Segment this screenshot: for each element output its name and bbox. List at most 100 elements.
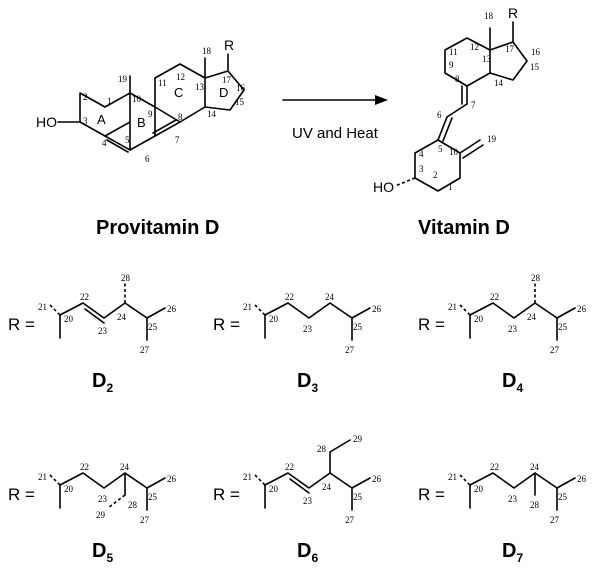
dashed-bond xyxy=(254,474,266,486)
chain-bonds xyxy=(264,302,371,319)
chain-bonds xyxy=(59,472,166,489)
bond-24-28-29 xyxy=(329,439,351,474)
atom-number: 22 xyxy=(80,462,89,472)
side-chain-d7: R = 21 20 22 23 24 25 26 27 28 D7 xyxy=(418,462,587,565)
double-bond-6-5 xyxy=(442,117,453,142)
r-group: R xyxy=(508,5,518,21)
hydroxyl-group: HO xyxy=(36,114,57,130)
atom-number: 1 xyxy=(448,182,453,192)
atom-number: 23 xyxy=(303,324,313,334)
atom-number: 18 xyxy=(202,46,212,56)
atom-number: 10 xyxy=(449,147,459,157)
atom-number: 8 xyxy=(178,112,183,122)
ring-d-bonds xyxy=(204,70,245,111)
atom-number: 23 xyxy=(508,494,518,504)
atom-number: 22 xyxy=(490,462,499,472)
r-equals: R = xyxy=(8,485,35,504)
atom-number: 22 xyxy=(285,462,294,472)
atom-number: 9 xyxy=(148,109,153,119)
double-bond-22-23 xyxy=(84,308,105,324)
provitamin-d-structure: R HO A B C D 1 2 3 4 5 6 7 8 9 10 11 12 … xyxy=(36,37,246,164)
bond-25-26 xyxy=(146,307,166,319)
dashed-bond xyxy=(49,474,61,486)
vitamin-d-title: Vitamin D xyxy=(418,217,510,239)
chain-bonds xyxy=(264,472,371,489)
atom-number: 20 xyxy=(64,314,74,324)
atom-number: 23 xyxy=(303,496,313,506)
ring-d-bonds xyxy=(489,41,528,81)
atom-number: 26 xyxy=(167,304,177,314)
atom-number: 23 xyxy=(98,326,108,336)
atom-number: 24 xyxy=(527,312,537,322)
side-chain-d6: R = 21 20 22 23 24 25 26 27 28 29 D6 xyxy=(213,434,382,565)
r-equals: R = xyxy=(213,485,240,504)
atom-number: 20 xyxy=(474,484,484,494)
atom-number: 24 xyxy=(117,312,127,322)
atom-number: 21 xyxy=(448,302,457,312)
atom-number: 21 xyxy=(243,472,252,482)
atom-number: 3 xyxy=(83,116,88,126)
ring-label-d: D xyxy=(219,85,228,100)
double-bond-5-6 xyxy=(106,139,129,153)
dashed-bond xyxy=(459,474,471,486)
atom-number: 15 xyxy=(235,97,245,107)
atom-number: 24 xyxy=(322,482,332,492)
atom-number: 24 xyxy=(325,292,335,302)
atom-number: 13 xyxy=(195,82,205,92)
atom-number: 14 xyxy=(494,78,504,88)
chain-bonds xyxy=(469,302,576,319)
atom-number: 20 xyxy=(269,314,279,324)
atom-number: 7 xyxy=(471,100,476,110)
atom-number: 29 xyxy=(353,434,363,444)
atom-number: 21 xyxy=(38,472,47,482)
bond-6-5 xyxy=(437,116,448,141)
atom-number: 16 xyxy=(236,83,246,93)
double-bond-22-23 xyxy=(289,478,310,494)
dashed-bond xyxy=(49,304,61,316)
atom-number: 9 xyxy=(449,60,454,70)
atom-number: 25 xyxy=(353,322,363,332)
atom-number: 23 xyxy=(98,494,108,504)
compound-label-d7: D7 xyxy=(502,540,523,565)
atom-number: 6 xyxy=(145,154,150,164)
atom-number: 25 xyxy=(148,322,158,332)
atom-number: 15 xyxy=(530,62,540,72)
atom-number: 22 xyxy=(285,292,294,302)
atom-number: 26 xyxy=(167,474,177,484)
hydroxyl-bond xyxy=(394,177,416,187)
atom-number: 27 xyxy=(140,515,150,525)
atom-number: 25 xyxy=(558,322,568,332)
atom-number: 3 xyxy=(419,164,424,174)
atom-number: 19 xyxy=(118,74,128,84)
atom-number: 21 xyxy=(448,472,457,482)
atom-number: 21 xyxy=(38,302,47,312)
atom-number: 18 xyxy=(484,11,494,21)
atom-number: 21 xyxy=(243,302,252,312)
atom-number: 26 xyxy=(577,474,587,484)
atom-number: 27 xyxy=(550,515,560,525)
atom-number: 25 xyxy=(148,492,158,502)
atom-number: 23 xyxy=(508,324,518,334)
atom-number: 25 xyxy=(353,492,363,502)
vitamin-d-structure: R HO 1 2 3 4 5 6 7 8 9 10 11 12 13 14 15… xyxy=(373,5,541,195)
dashed-bond xyxy=(254,304,266,316)
atom-number: 12 xyxy=(470,42,479,52)
atom-number: 28 xyxy=(128,500,138,510)
side-chain-d5: R = 21 20 22 23 24 25 26 27 28 29 D5 xyxy=(8,462,177,565)
atom-number: 20 xyxy=(474,314,484,324)
chain-bonds xyxy=(469,472,576,489)
atom-number: 20 xyxy=(269,484,279,494)
atom-number: 14 xyxy=(207,109,217,119)
ring-label-c: C xyxy=(174,85,183,100)
atom-number: 12 xyxy=(176,72,185,82)
r-equals: R = xyxy=(418,315,445,334)
atom-number: 22 xyxy=(490,292,499,302)
atom-number: 27 xyxy=(140,345,150,355)
side-chain-d3: R = 21 20 22 23 24 25 26 27 D3 xyxy=(213,292,382,395)
r-equals: R = xyxy=(418,485,445,504)
atom-number: 1 xyxy=(107,96,112,106)
side-chain-d2: R = 21 20 22 23 24 28 25 26 27 D2 xyxy=(8,273,177,395)
atom-number: 25 xyxy=(558,492,568,502)
atom-number: 5 xyxy=(125,135,130,145)
